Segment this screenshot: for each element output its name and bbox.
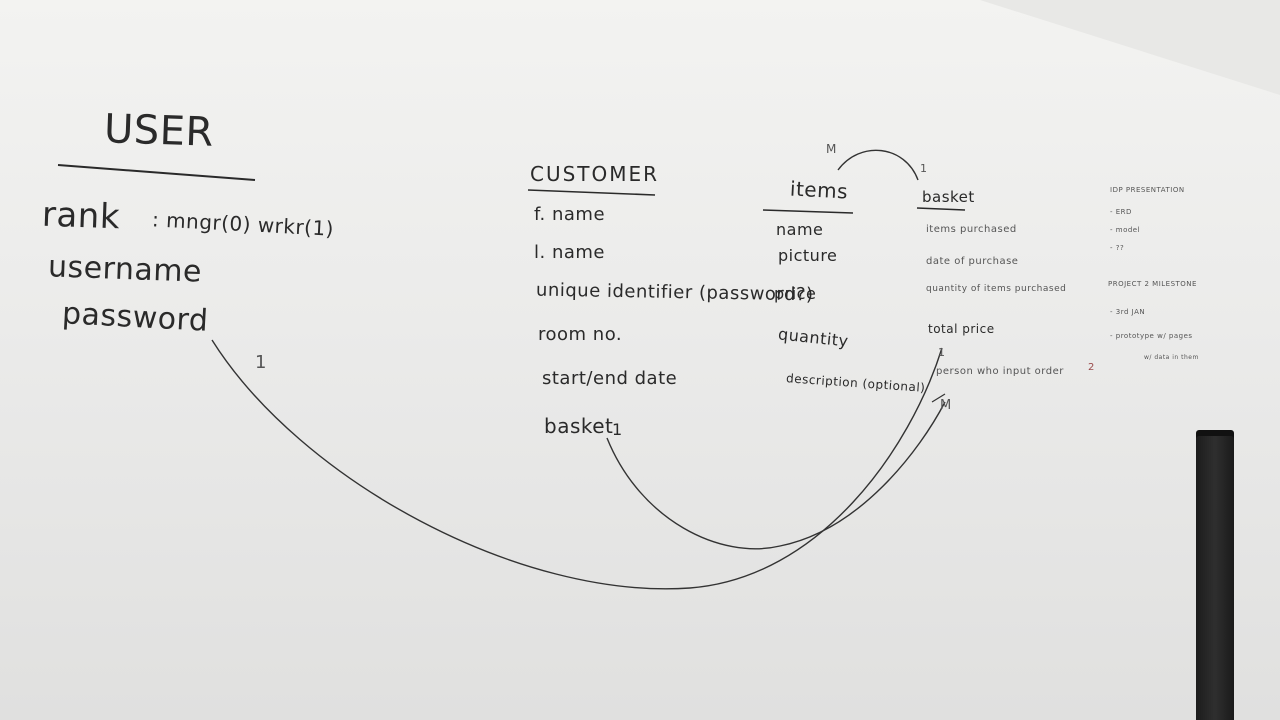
notes-item2-1: - prototype w/ pages <box>1110 332 1193 340</box>
notes-item-2: - ?? <box>1110 244 1125 252</box>
customer-underline <box>527 189 656 196</box>
basket-field-3: total price <box>928 322 995 336</box>
basket-cardinality-top: 1 <box>920 162 928 175</box>
basket-underline <box>916 207 966 211</box>
items-title: items <box>789 176 849 204</box>
basket-cardinality-bottom: M <box>940 398 952 413</box>
notes-heading: IDP PRESENTATION <box>1110 186 1185 194</box>
items-underline <box>762 209 854 214</box>
user-username: username <box>47 249 203 290</box>
basket-field-0: items purchased <box>926 224 1017 235</box>
items-field-0: name <box>776 220 824 239</box>
basket-field-1: date of purchase <box>926 256 1019 267</box>
customer-field-4: start/end date <box>542 368 678 389</box>
items-basket-arc <box>837 149 919 181</box>
basket-m-tick <box>931 393 946 403</box>
basket-field-4: person who input order <box>936 366 1064 377</box>
customer-basket-cardinality: 1 <box>612 420 623 439</box>
user-basket-curve <box>211 339 943 590</box>
user-title: USER <box>103 106 215 156</box>
basket-title: basket <box>922 188 975 206</box>
stand-top <box>1196 430 1234 440</box>
items-cardinality: M <box>826 142 837 156</box>
basket-field-2: quantity of items purchased <box>926 284 1067 294</box>
notes-heading-2: PROJECT 2 MILESTONE <box>1108 280 1197 288</box>
notes-mark: 2 <box>1088 362 1095 373</box>
user-rank: rank <box>41 194 121 238</box>
black-stand <box>1196 436 1234 720</box>
items-field-1: picture <box>778 246 838 265</box>
customer-field-3: room no. <box>538 324 623 345</box>
customer-field-5: basket <box>544 414 614 438</box>
notes-footer: w/ data in them <box>1144 354 1199 361</box>
items-field-2: price <box>774 284 817 303</box>
user-underline <box>57 164 256 181</box>
customer-title: CUSTOMER <box>530 162 660 186</box>
notes-item-1: - model <box>1110 226 1141 234</box>
user-cardinality: 1 <box>255 352 267 373</box>
notes-item-0: - ERD <box>1110 208 1132 216</box>
basket-cardinality-mid: 1 <box>938 346 946 359</box>
customer-field-1: l. name <box>534 242 605 263</box>
customer-basket-curve <box>606 401 946 550</box>
notes-item2-0: - 3rd JAN <box>1110 308 1146 316</box>
customer-field-0: f. name <box>534 204 606 225</box>
ceiling-edge <box>980 0 1280 95</box>
